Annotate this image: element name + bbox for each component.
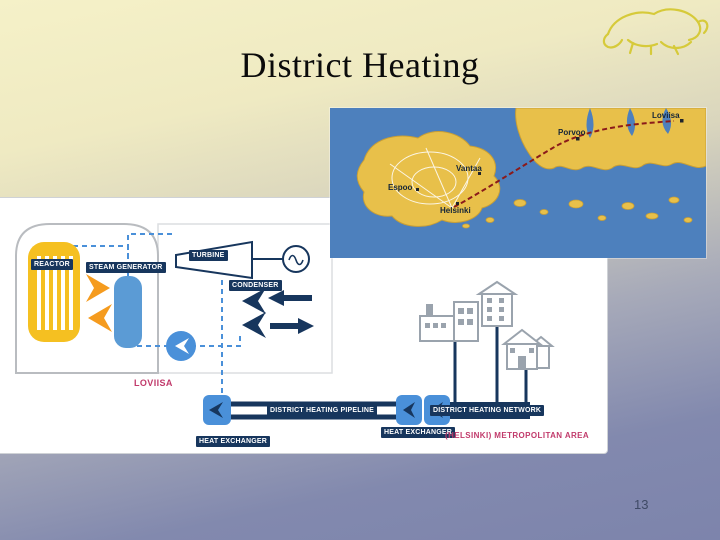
heat-exchanger-left-shape [203,395,231,425]
condenser-shape [242,288,266,338]
metro-area-land [356,131,501,227]
ring-roads [389,147,481,209]
reactor-shape [28,242,80,342]
condensate-return-line [128,336,241,347]
map-label-loviisa: Loviisa [652,111,680,120]
steam-generator-shape [114,276,142,348]
primary-flow-arrows [86,274,112,332]
label-district-heating-network: DISTRICT HEATING NETWORK [430,405,545,416]
label-reactor: REACTOR [31,259,73,270]
factory-building [419,301,479,342]
slide-logo [598,2,714,58]
label-condenser: CONDENSER [229,280,282,291]
map-label-vantaa: Vantaa [456,164,482,173]
map-label-helsinki: Helsinki [440,206,471,215]
label-steam-generator: STEAM GENERATOR [86,262,166,273]
pipeline-pipes [228,401,398,420]
map-label-espoo: Espoo [388,183,413,192]
generator-circle [282,245,310,273]
label-heat-exchanger-right: HEAT EXCHANGER [381,427,456,438]
houses [501,328,555,370]
label-heat-exchanger-left: HEAT EXCHANGER [196,436,271,447]
page-number: 13 [634,497,649,512]
pipeline-route-line [453,120,675,208]
label-district-heating-pipeline: DISTRICT HEATING PIPELINE [267,405,378,416]
logo-icon [602,8,709,56]
apartment-building [475,280,519,327]
coastal-land [515,108,706,171]
label-metropolitan-area: (HELSINKI) METROPOLITAN AREA [445,431,590,440]
islands [462,196,693,229]
network-lines [450,324,530,419]
map-image [330,108,706,258]
pump-circle [166,331,196,361]
label-turbine: TURBINE [189,250,228,261]
city-markers [416,119,684,205]
slide-title: District Heating [240,45,480,85]
label-loviisa-plant: LOVIISA [134,378,173,388]
helsinki-region-map: Loviisa Porvoo Vantaa Espoo Helsinki [330,108,706,258]
map-label-porvoo: Porvoo [558,128,586,137]
cooling-water-arrows [268,290,314,334]
